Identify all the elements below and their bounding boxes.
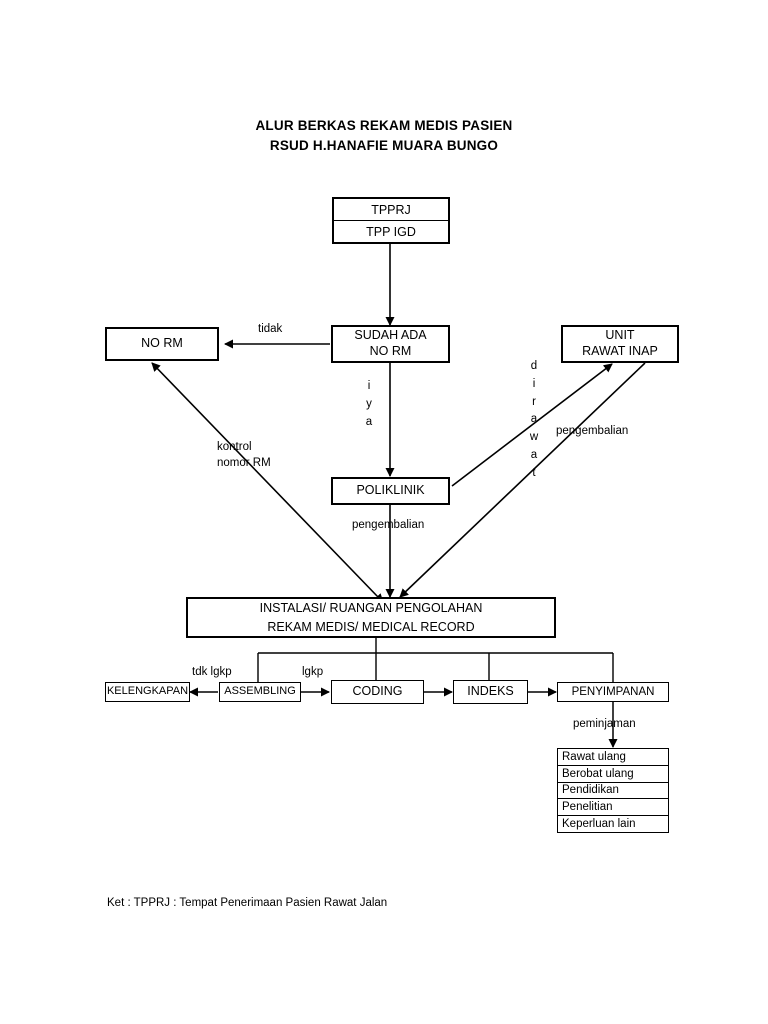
node-instalasi-pengolahan[interactable]: INSTALASI/ RUANGAN PENGOLAHAN REKAM MEDI… [186,597,556,638]
edge-label-tdk-lgkp: tdk lgkp [192,666,232,678]
edge-label-iya-char: y [366,397,372,410]
edge-label-dirawat-char: a [530,449,538,462]
edge-label-pengembalian-ranap: pengembalian [556,425,629,437]
edge-label-iya-char: i [367,380,371,392]
footnote: Ket : TPPRJ : Tempat Penerimaan Pasien R… [107,897,388,909]
list-item: Rawat ulang [562,750,626,763]
usage-list[interactable]: Rawat ulang Berobat ulang Pendidikan Pen… [557,748,669,833]
node-no-rm[interactable]: NO RM [105,327,219,361]
node-tpp-group[interactable]: TPPRJ TPP IGD [332,197,450,244]
edge-label-pengembalian-poli: pengembalian [352,519,425,531]
edge-label-dirawat-char: i [532,377,536,390]
node-sudah-ada-no-rm[interactable]: SUDAH ADA NO RM [331,325,450,363]
edge-label-kontrol-line2: nomor RM [217,457,271,469]
edge-label-dirawat: d i r a w a t [527,358,541,483]
node-unit-rawat-inap[interactable]: UNIT RAWAT INAP [561,325,679,363]
edge-label-tidak: tidak [258,323,283,335]
edge-label-dirawat-char: a [530,413,538,426]
node-indeks[interactable]: INDEKS [453,680,528,704]
edge-label-dirawat-char: t [532,466,536,479]
edge-label-iya: i y a [362,378,376,431]
edge-label-kontrol-line1: kontrol [217,441,252,453]
node-unit-line2: RAWAT INAP [582,344,658,358]
node-kelengkapan[interactable]: KELENGKAPAN [105,682,190,702]
node-sudah-ada-line2: NO RM [369,344,412,358]
node-assembling[interactable]: ASSEMBLING [219,682,301,702]
list-item: Keperluan lain [558,815,668,832]
node-sudah-ada-line1: SUDAH ADA [354,328,427,343]
list-item: Pendidikan [558,781,668,799]
edge-label-dirawat-char: d [530,360,538,372]
node-tpp-igd: TPP IGD [334,220,448,242]
list-item: Berobat ulang [558,764,668,782]
edge-label-dirawat-char: r [532,395,536,408]
node-unit-line1: UNIT [605,328,635,343]
list-item: Penelitian [558,798,668,815]
node-instalasi-line1: INSTALASI/ RUANGAN PENGOLAHAN [259,601,483,616]
edge-label-iya-char: a [365,415,373,428]
node-penyimpanan[interactable]: PENYIMPANAN [557,682,669,702]
page-title-line2: RSUD H.HANAFIE MUARA BUNGO [269,138,499,153]
node-tpprj: TPPRJ [371,202,411,217]
node-coding[interactable]: CODING [331,680,424,704]
page-title-line1: ALUR BERKAS REKAM MEDIS PASIEN [255,118,513,133]
edge-label-peminjaman: peminjaman [573,718,636,730]
edge-label-lgkp: lgkp [302,666,324,678]
node-poliklinik[interactable]: POLIKLINIK [331,477,450,505]
node-instalasi-line2: REKAM MEDIS/ MEDICAL RECORD [267,619,475,634]
edge-label-dirawat-char: w [529,431,539,444]
